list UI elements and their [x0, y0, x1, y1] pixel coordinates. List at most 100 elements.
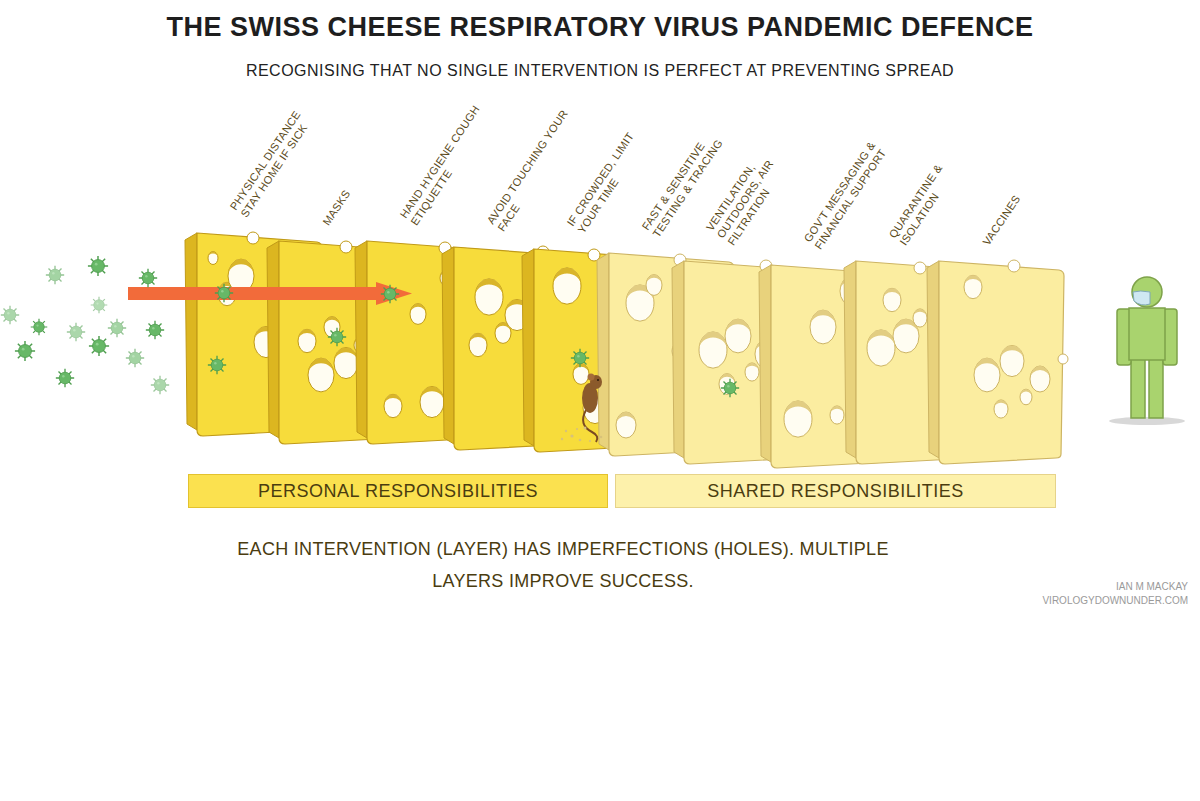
cheese-hole: [274, 264, 286, 280]
cheese-hole: [719, 374, 735, 395]
cheese-hole: [702, 309, 712, 322]
edge-nick: [340, 241, 352, 253]
virus: [88, 256, 108, 276]
hole-shadow: [830, 406, 844, 415]
edge-nick: [573, 386, 583, 396]
cheese-hole: [609, 382, 631, 411]
cheese-hole: [583, 392, 607, 423]
layer-label-wrap: QUARANTINE & ISOLATION: [886, 117, 986, 248]
person: [1109, 277, 1185, 425]
hole-shadow: [380, 405, 390, 412]
virus: [208, 356, 226, 374]
label-wrap: IAN M MACKAY: [888, 576, 1188, 594]
person-shadow: [1109, 417, 1185, 425]
slice-face: [684, 261, 809, 464]
hole-shadow: [616, 412, 636, 425]
hole-shadow: [1020, 389, 1032, 397]
cheese-hole: [939, 376, 951, 392]
edge-nick: [588, 249, 600, 261]
cheese-slice: [265, 238, 405, 448]
caption: EACH INTERVENTION (LAYER) HAS IMPERFECTI…: [233, 533, 893, 597]
virus: [31, 319, 48, 336]
cheese-hole: [254, 326, 278, 357]
edge-nick: [975, 325, 985, 335]
hole-shadow: [719, 374, 735, 384]
virus: [56, 369, 74, 387]
cheese-hole: [994, 400, 1008, 418]
slice-face: [939, 261, 1064, 464]
hole-shadow: [440, 270, 452, 278]
cheese-hole: [469, 333, 487, 356]
virus: [215, 284, 233, 302]
hole-shadow: [699, 332, 727, 350]
slice-face: [534, 249, 659, 452]
cheese-layer: HAND HYGIENE COUGH ETIQUETTE: [353, 238, 493, 448]
hole-shadow: [284, 293, 304, 306]
virus: [139, 269, 157, 287]
cheese-hole: [208, 252, 218, 265]
slice-edge: [522, 249, 534, 446]
label-wrap: RECOGNISING THAT NO SINGLE INTERVENTION …: [0, 62, 1200, 80]
responsibility-band: PERSONAL RESPONSIBILITIES: [188, 474, 608, 508]
cheese-layer: QUARANTINE & ISOLATION: [842, 258, 982, 468]
cheese-hole: [440, 270, 452, 286]
mouse-eye: [597, 379, 599, 381]
cheese-layer: VACCINES: [925, 258, 1065, 468]
cheese-hole: [495, 323, 511, 344]
cheese-hole: [466, 260, 476, 273]
hole-shadow: [495, 323, 511, 333]
virus: [89, 336, 109, 356]
edge-nick: [890, 410, 900, 420]
cheese-hole: [626, 285, 654, 321]
hole-shadow: [384, 394, 402, 406]
mouse-ear: [588, 374, 595, 381]
cheese-hole: [699, 332, 727, 368]
arrow-head: [376, 282, 412, 305]
hole-shadow: [354, 337, 366, 345]
cheese-hole: [883, 288, 901, 311]
slice-face: [279, 241, 404, 444]
cheese-hole: [218, 282, 236, 305]
hole-shadow: [939, 376, 951, 384]
hole-shadow: [974, 358, 1000, 375]
hole-shadow: [781, 407, 801, 420]
layer-label: GOV'T MESSAGING & FINANCIAL SUPPORT: [801, 121, 901, 252]
slice-edge: [759, 265, 771, 462]
cheese-hole: [505, 299, 529, 330]
hole-shadow: [324, 317, 340, 327]
hole-shadow: [466, 260, 476, 267]
layer-label-wrap: GOV'T MESSAGING & FINANCIAL SUPPORT: [801, 121, 901, 252]
virus: [91, 297, 108, 314]
hole-shadow: [994, 400, 1008, 409]
layer-label: QUARANTINE & ISOLATION: [886, 117, 986, 248]
cheese-hole: [781, 407, 801, 433]
virus-path-arrow: [128, 282, 412, 305]
cheese-layer: AVOID TOUCHING YOUR FACE: [440, 244, 580, 454]
cheese-hole: [830, 406, 844, 424]
hole-shadow: [609, 382, 631, 396]
hole-shadow: [254, 326, 278, 342]
layer-label: HAND HYGIENE COUGH ETIQUETTE: [397, 97, 497, 228]
virus: [15, 341, 35, 361]
title-wrap: THE SWISS CHEESE RESPIRATORY VIRUS PANDE…: [0, 12, 1200, 43]
cheese-hole: [725, 319, 751, 353]
hole-shadow: [274, 264, 286, 272]
person-head: [1132, 277, 1162, 307]
hole-shadow: [583, 392, 607, 408]
hole-shadow: [867, 330, 895, 348]
cheese-hole: [420, 386, 444, 417]
cheese-layer: PHYSICAL DISTANCE STAY HOME IF SICK: [183, 230, 323, 440]
hole-shadow: [573, 364, 589, 374]
layer-label: VACCINES: [980, 125, 1069, 248]
hole-shadow: [626, 285, 654, 303]
cheese-slice: [520, 246, 660, 456]
responsibility-band: SHARED RESPONSIBILITIES: [615, 474, 1056, 508]
cheese-hole: [384, 394, 402, 417]
title: THE SWISS CHEESE RESPIRATORY VIRUS PANDE…: [166, 12, 1033, 43]
edge-nick: [316, 285, 326, 295]
hole-shadow: [672, 342, 686, 351]
hole-shadow: [410, 304, 426, 314]
cheese-hole: [856, 393, 868, 409]
cheese-hole: [755, 340, 777, 369]
cheese-slice: [670, 258, 810, 468]
